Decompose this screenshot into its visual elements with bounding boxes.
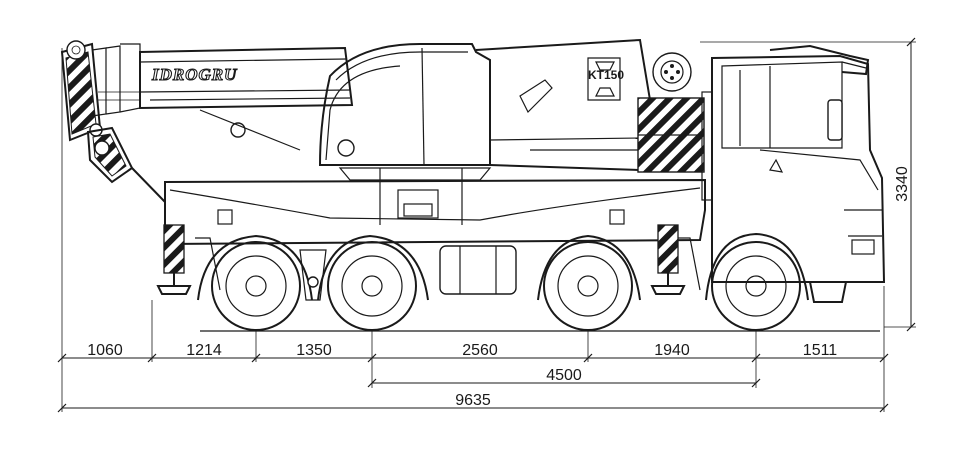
telescopic-boom	[60, 40, 354, 151]
hook-block	[86, 126, 166, 203]
dim-segment-1: 1060	[87, 342, 123, 359]
wheel-1	[211, 241, 301, 331]
wheel-3	[543, 241, 633, 331]
dim-segment-6: 1511	[803, 342, 838, 359]
mudguard-3	[537, 234, 641, 301]
fuel-tank	[439, 245, 517, 295]
dim-segment-4: 2560	[462, 342, 498, 359]
mudguard-4	[705, 232, 809, 301]
outrigger-rear	[156, 224, 192, 295]
mudguard-2	[317, 234, 429, 301]
dim-wheelbase: 4500	[546, 367, 582, 384]
chassis-frame	[164, 167, 706, 291]
wheel-4	[711, 241, 801, 331]
truck-cab	[701, 44, 886, 303]
brand-label: IDROGRU	[151, 65, 237, 84]
dim-segment-2: 1214	[186, 342, 222, 359]
boom-turret	[318, 38, 705, 173]
dim-segment-5: 1940	[654, 342, 690, 359]
dim-segment-3: 1350	[296, 342, 332, 359]
outrigger-front	[650, 224, 686, 295]
dimension-lines	[57, 37, 916, 413]
dim-overall-height: 3340	[894, 166, 911, 202]
bogie-suspension	[299, 249, 327, 301]
model-label: KT150	[588, 68, 624, 82]
dim-overall-length: 9635	[455, 392, 491, 409]
mudguard-1	[197, 234, 313, 301]
wheel-2	[327, 241, 417, 331]
